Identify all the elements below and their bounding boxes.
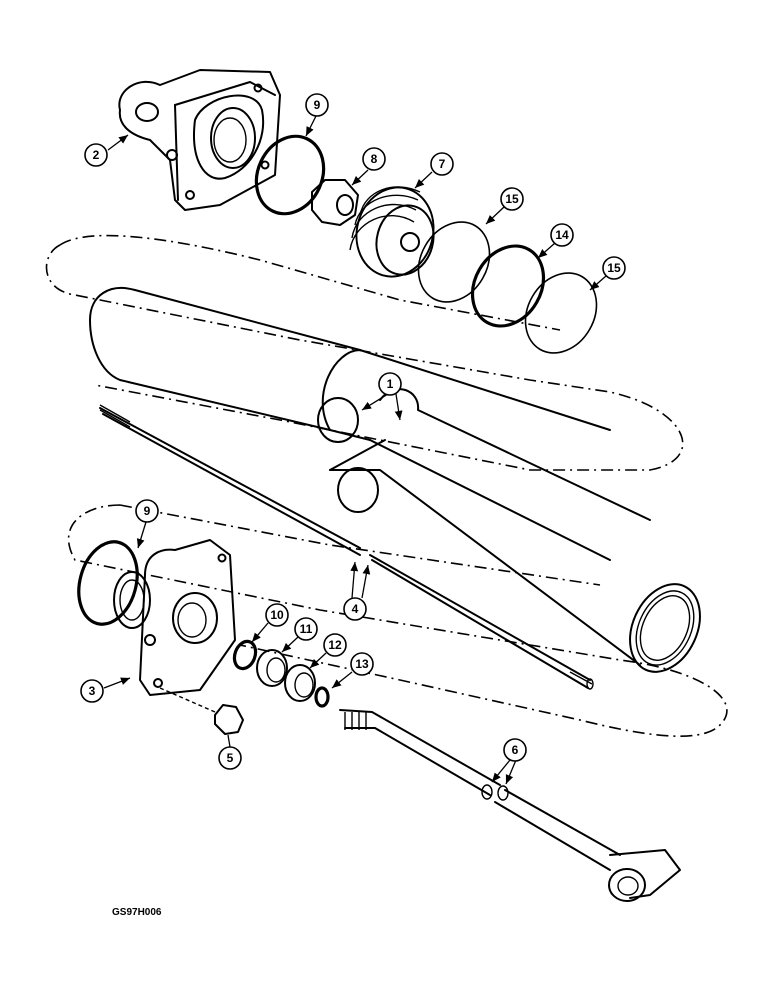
piston-rod — [339, 709, 681, 902]
end-cap-upper — [118, 69, 281, 211]
callout-3: 3 — [80, 677, 131, 703]
assembly-boundary-lower — [67, 504, 728, 737]
svg-text:11: 11 — [300, 622, 313, 636]
svg-text:3: 3 — [89, 684, 96, 698]
seal-ring — [470, 244, 546, 328]
o-ring-upper — [254, 134, 326, 216]
o-ring-13 — [314, 686, 330, 708]
svg-text:6: 6 — [512, 743, 519, 757]
callout-2: 2 — [84, 134, 129, 167]
callout-8: 8 — [351, 147, 386, 186]
callout-1: 1 — [361, 372, 403, 421]
figure-code: GS97H006 — [112, 907, 162, 918]
callout-7: 7 — [414, 152, 454, 189]
nut-tie-rod — [214, 704, 244, 735]
svg-text:2: 2 — [93, 148, 100, 162]
callout-15-first: 15 — [485, 187, 524, 225]
callout-13: 13 — [331, 652, 374, 689]
callout-10: 10 — [251, 603, 289, 643]
svg-text:5: 5 — [227, 751, 234, 765]
svg-text:9: 9 — [314, 98, 321, 112]
wiper-11 — [256, 649, 288, 687]
seal-12 — [284, 664, 316, 702]
svg-text:15: 15 — [505, 192, 519, 206]
callout-15-second: 15 — [589, 256, 626, 291]
callout-4: 4 — [343, 561, 371, 621]
svg-text:15: 15 — [607, 261, 621, 275]
tie-rod — [99, 404, 594, 690]
callout-12: 12 — [309, 633, 347, 669]
assembly-boundary-upper — [45, 234, 684, 471]
callout-5: 5 — [218, 734, 242, 770]
backup-ring-2 — [524, 272, 598, 354]
svg-text:10: 10 — [270, 608, 284, 622]
svg-text:14: 14 — [555, 228, 569, 242]
svg-text:8: 8 — [371, 152, 378, 166]
svg-text:4: 4 — [352, 602, 359, 616]
o-ring-lower — [77, 540, 139, 626]
svg-text:12: 12 — [328, 638, 342, 652]
callout-6: 6 — [491, 738, 527, 785]
callout-9-lower: 9 — [135, 499, 159, 549]
callout-14: 14 — [537, 223, 574, 259]
svg-text:13: 13 — [355, 657, 369, 671]
backup-ring-1 — [417, 221, 491, 303]
svg-text:9: 9 — [144, 504, 151, 518]
nut-piston — [311, 179, 359, 226]
svg-text:1: 1 — [387, 377, 394, 391]
piston — [349, 186, 435, 278]
callout-11: 11 — [281, 617, 318, 653]
cylinder-barrel — [89, 287, 701, 673]
svg-text:7: 7 — [439, 157, 446, 171]
o-ring-10 — [232, 639, 258, 671]
callout-9-upper: 9 — [305, 93, 329, 137]
end-cap-lower — [113, 539, 236, 696]
